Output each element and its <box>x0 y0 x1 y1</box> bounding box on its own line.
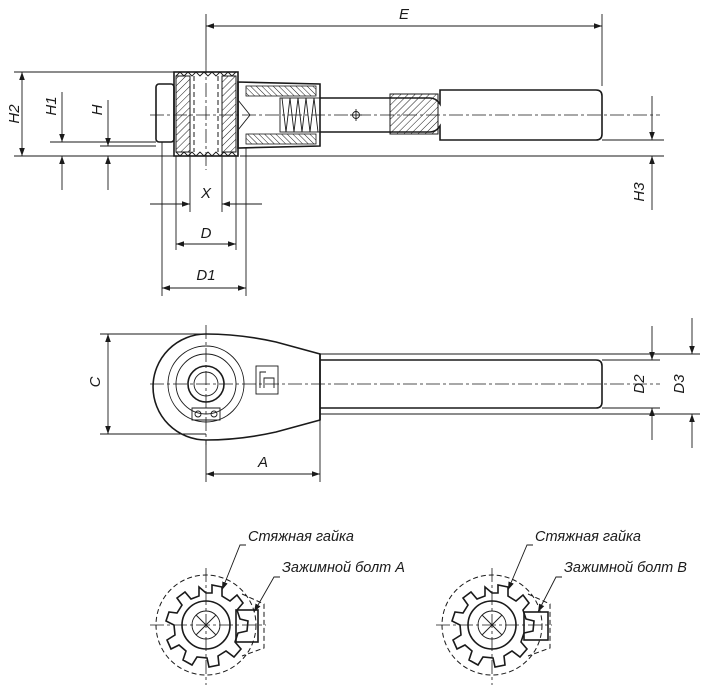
plan-view: C A D2 D3 <box>87 318 700 482</box>
dim-a-label: A <box>257 454 268 471</box>
bolt-a <box>235 609 259 643</box>
dim-d1-label: D1 <box>196 267 215 284</box>
clamp-cap <box>155 83 175 143</box>
label-bolt-a: Зажимной болт А <box>282 560 405 576</box>
dim-h3-label: H3 <box>631 182 648 202</box>
lever-head <box>152 333 321 441</box>
clamp-nut-a <box>165 584 249 668</box>
dim-e-label: E <box>399 6 410 23</box>
handle-plan <box>320 359 603 409</box>
dim-h1-label: H1 <box>43 96 60 115</box>
dim-c-label: C <box>87 376 104 387</box>
label-nut-b: Стяжная гайка <box>535 529 641 545</box>
detail-bolt-a: Стяжная гайка Зажимной болт А <box>150 529 405 685</box>
handle-insert <box>389 93 439 135</box>
clamp-nut-b <box>451 584 535 668</box>
dim-d-label: D <box>201 225 212 242</box>
lever-neck <box>237 81 321 149</box>
side-section-view: E H2 H1 H H3 X D <box>6 6 664 296</box>
hub-right-wall <box>221 75 237 153</box>
bolt-b <box>523 611 549 641</box>
detail-bolt-b: Стяжная гайка Зажимной болт В <box>436 529 687 685</box>
logo-mark-icon <box>255 365 279 395</box>
dim-x-label: X <box>200 185 212 202</box>
dim-d3-label: D3 <box>671 374 688 394</box>
dim-d2-label: D2 <box>631 374 648 394</box>
dim-h2-label: H2 <box>6 104 23 124</box>
hub-left-wall <box>175 75 191 153</box>
label-bolt-b: Зажимной болт В <box>564 560 687 576</box>
label-nut-a: Стяжная гайка <box>248 529 354 545</box>
dim-h-label: H <box>89 104 106 115</box>
